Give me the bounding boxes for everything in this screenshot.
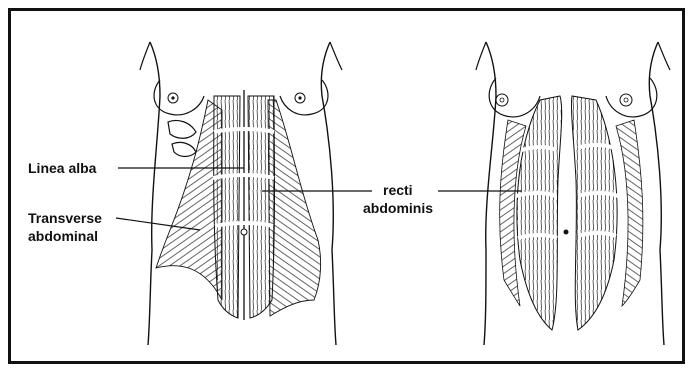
transverse-abdominal-label-line1: Transverse (28, 210, 102, 226)
transverse-abdominal-label-line2: abdominal (28, 228, 98, 244)
left-torso (140, 42, 342, 345)
linea-alba-label: Linea alba (28, 160, 96, 176)
recti-abdominis-label-line1: recti (383, 182, 413, 198)
left-breast-left (154, 80, 204, 115)
recti-abdominis-label-line2: abdominis (363, 200, 433, 216)
right-torso (476, 42, 670, 345)
right-rectus-right (571, 96, 617, 330)
